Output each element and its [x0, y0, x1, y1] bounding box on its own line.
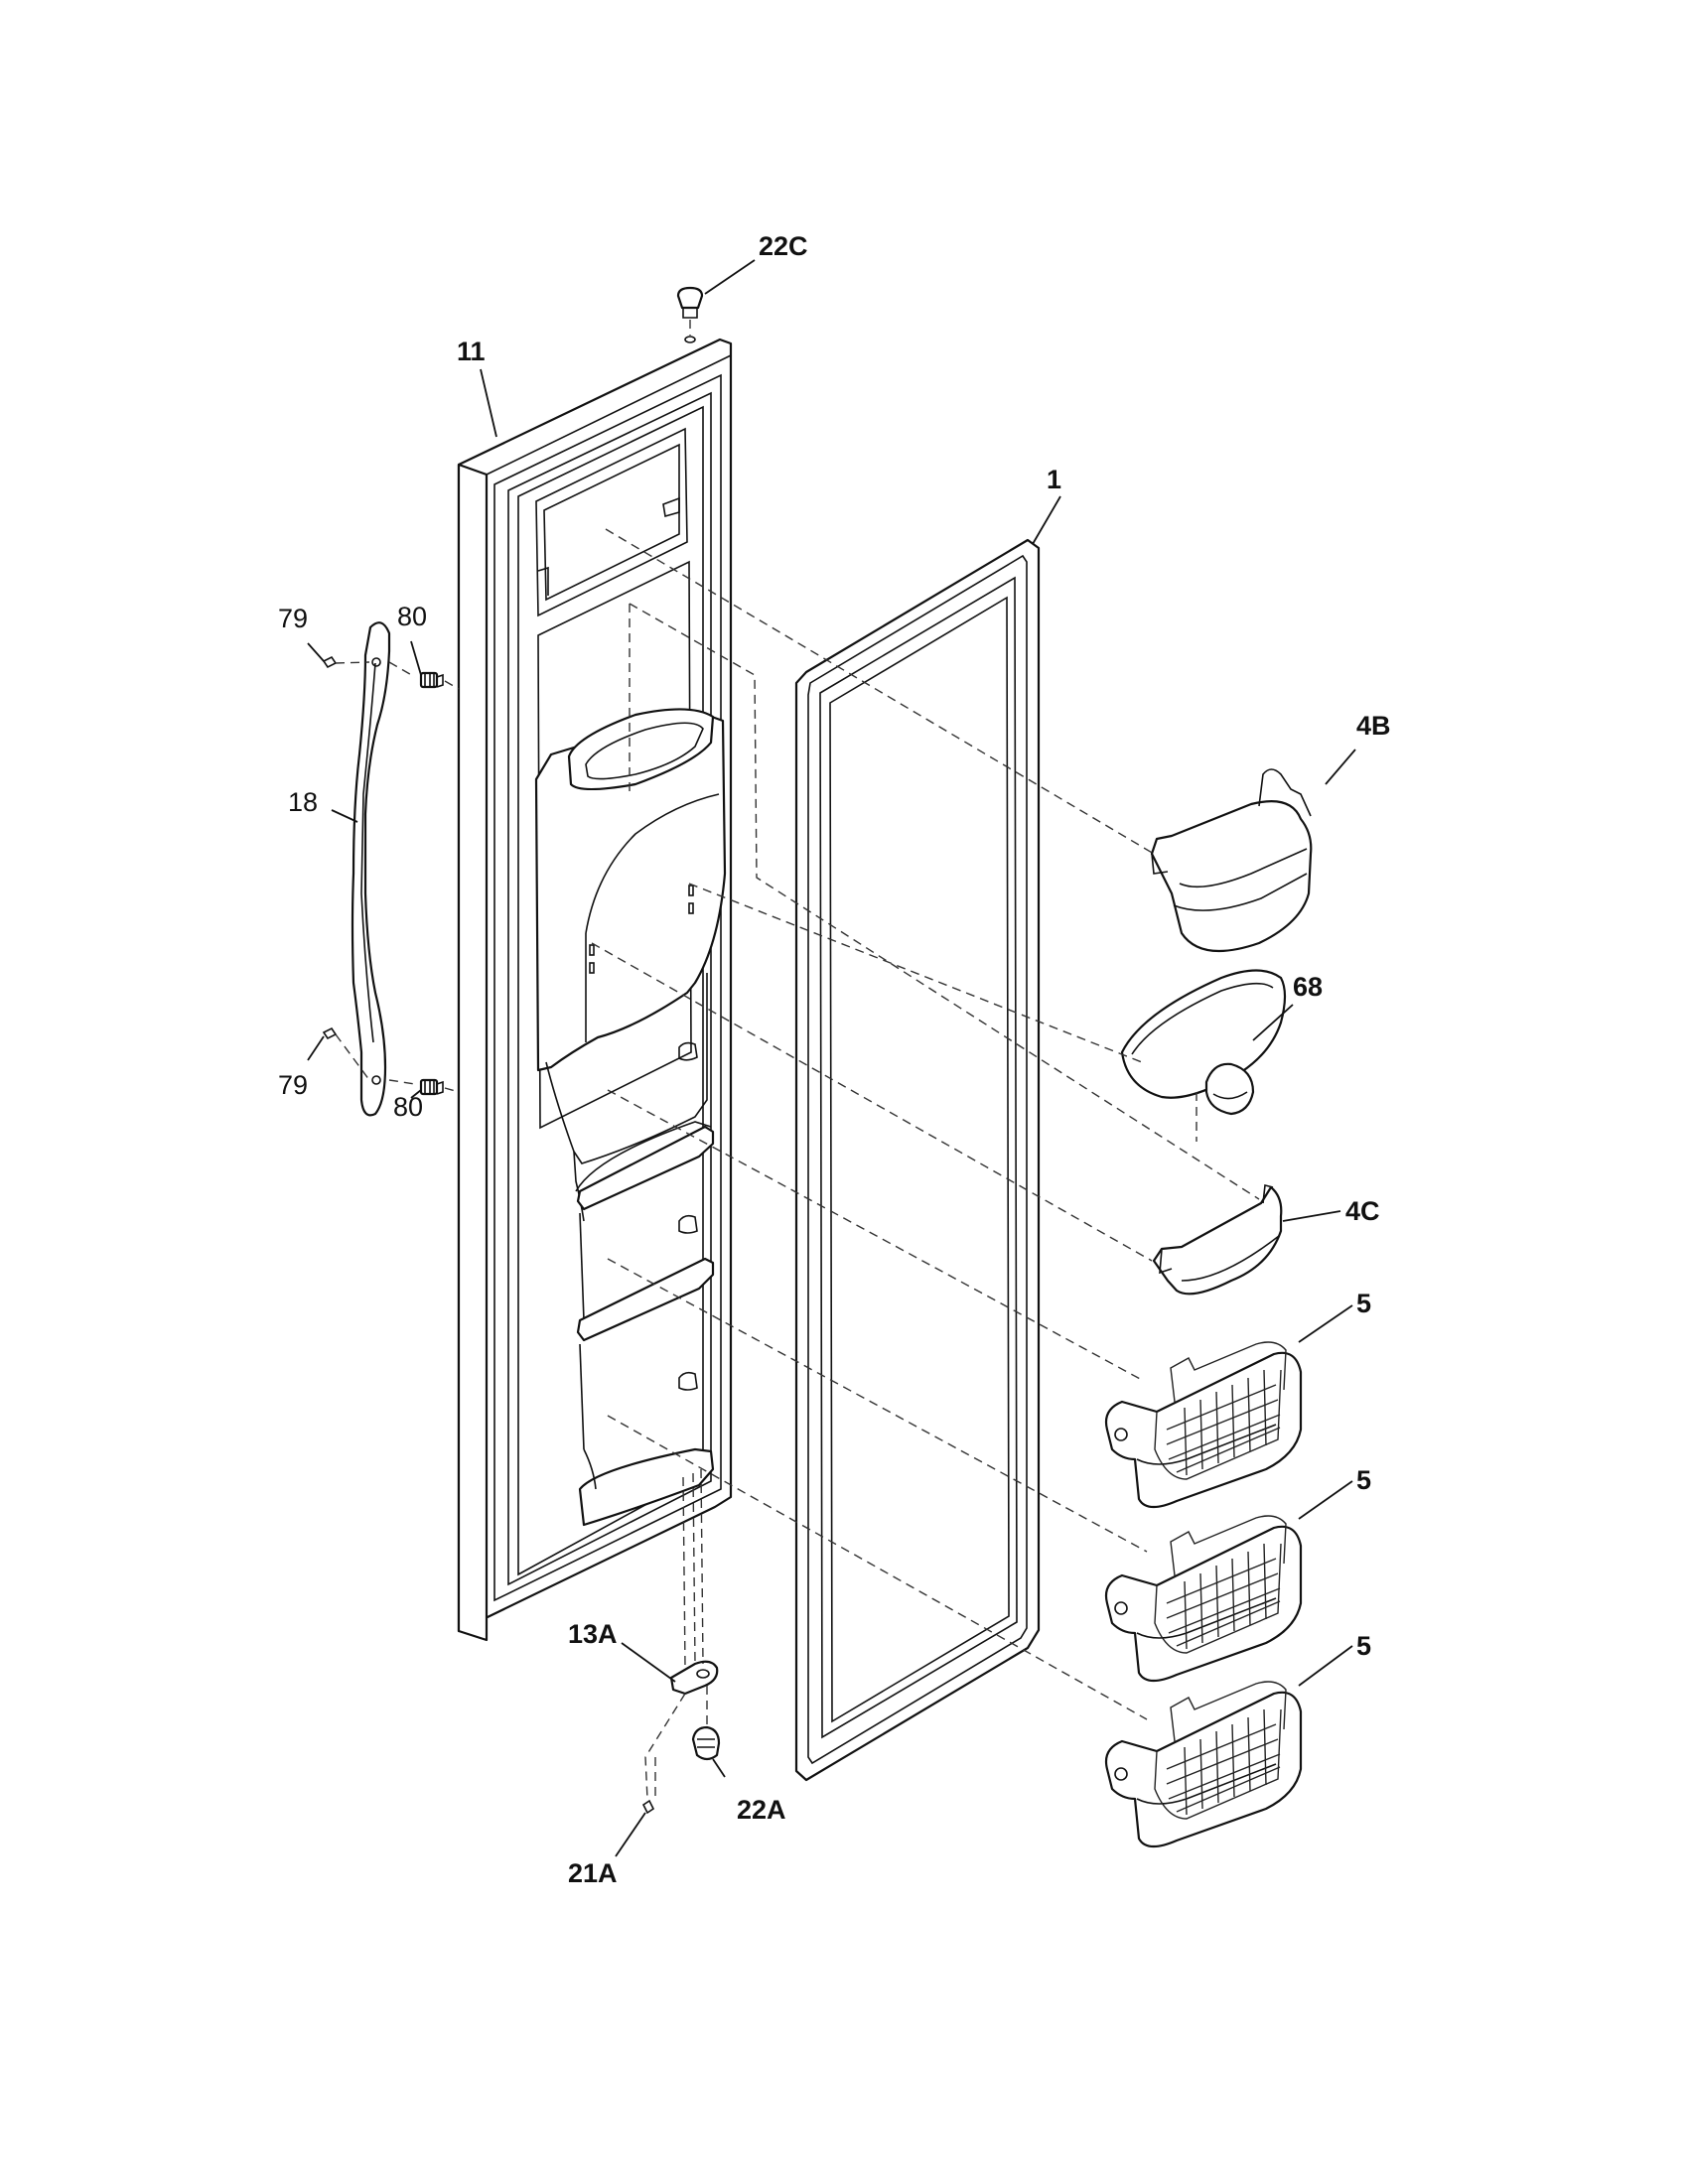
callout-1: 1 — [1047, 465, 1061, 494]
callout-79-bottom: 79 — [278, 1070, 308, 1100]
callout-4b: 4B — [1356, 711, 1391, 741]
callout-5-top: 5 — [1356, 1289, 1371, 1318]
callout-80-bottom: 80 — [393, 1092, 423, 1122]
callout-11: 11 — [457, 337, 486, 366]
callout-18: 18 — [288, 787, 318, 817]
screw-79-top — [322, 655, 338, 669]
callout-80-top: 80 — [397, 602, 427, 631]
bin-68 — [1120, 969, 1287, 1116]
screw-79-bottom — [322, 1026, 338, 1040]
callout-4c: 4C — [1345, 1196, 1380, 1226]
bushing-22a — [691, 1725, 721, 1761]
plug-22c — [676, 286, 704, 343]
callout-79-top: 79 — [278, 604, 308, 633]
bin-4c — [1152, 1184, 1283, 1296]
callout-22c: 22C — [759, 231, 808, 261]
screw-21a — [641, 1799, 655, 1815]
door-handle — [351, 621, 391, 1117]
stud-80-top — [419, 671, 444, 689]
callout-5-middle: 5 — [1356, 1465, 1371, 1495]
basket-5-middle — [1104, 1515, 1303, 1683]
door-assembly — [457, 338, 733, 1642]
callout-21a: 21A — [568, 1858, 618, 1888]
door-gasket — [794, 538, 1041, 1782]
callout-5-bottom: 5 — [1356, 1631, 1371, 1661]
stud-80-bottom — [419, 1078, 444, 1096]
basket-5-bottom — [1104, 1681, 1303, 1848]
bin-4b — [1150, 768, 1313, 953]
callout-13a: 13A — [568, 1619, 618, 1649]
hinge-13a — [669, 1660, 719, 1696]
callout-22a: 22A — [737, 1795, 786, 1825]
basket-5-top — [1104, 1341, 1303, 1509]
callout-68: 68 — [1293, 972, 1323, 1002]
